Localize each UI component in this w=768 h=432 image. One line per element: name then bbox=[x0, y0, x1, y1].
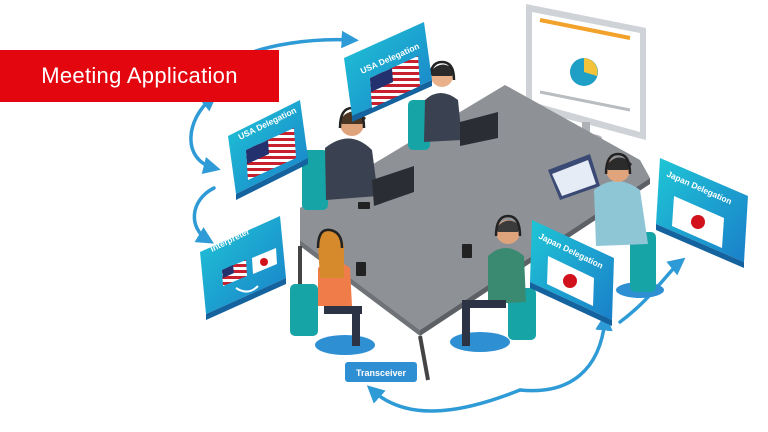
sign-japan-right: Japan Delegation bbox=[656, 158, 748, 268]
japan-flag-icon bbox=[252, 248, 277, 274]
transceiver-label: Transceiver bbox=[356, 368, 407, 378]
banner-title: Meeting Application bbox=[41, 63, 238, 88]
phone-icon bbox=[358, 202, 370, 209]
title-banner: Meeting Application bbox=[0, 50, 279, 102]
japan-flag-icon bbox=[672, 196, 724, 248]
delegate-interpreter bbox=[316, 228, 366, 346]
sign-usa-left: USA Delegation bbox=[228, 100, 308, 200]
arrow-bottom bbox=[366, 385, 522, 413]
usa-flag-icon bbox=[246, 128, 296, 180]
headset-icon bbox=[428, 60, 456, 81]
arrow-left-top bbox=[189, 93, 221, 174]
swap-arrows-icon bbox=[235, 285, 259, 293]
japan-flag-icon bbox=[547, 256, 594, 306]
sign-usa-top: USA Delegation bbox=[344, 22, 432, 122]
delegate-usa-1 bbox=[424, 60, 498, 146]
sign-interpreter: Interpreter bbox=[200, 216, 286, 320]
delegate-japan-1 bbox=[462, 214, 526, 346]
presentation-monitor bbox=[526, 4, 646, 142]
arrow-left-bottom bbox=[192, 186, 216, 244]
usa-flag-icon bbox=[370, 56, 420, 108]
arrow-bottom-right bbox=[518, 313, 613, 393]
transceiver-tag: Transceiver bbox=[345, 362, 417, 382]
delegate-japan-2 bbox=[548, 152, 648, 246]
usa-flag-icon bbox=[222, 260, 247, 286]
